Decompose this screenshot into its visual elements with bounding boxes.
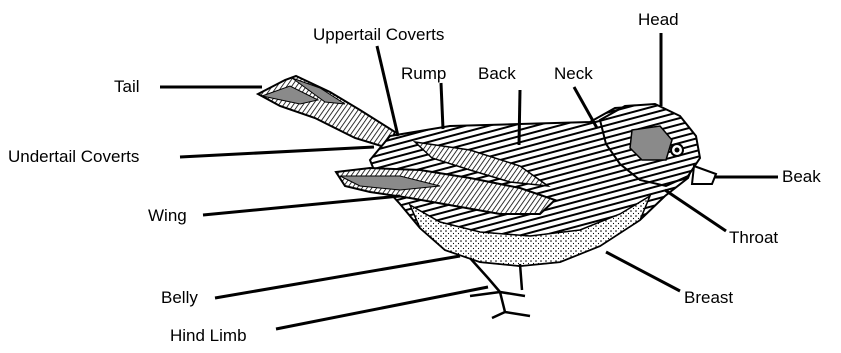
leader-belly: [215, 256, 460, 298]
bird-pupil: [675, 148, 680, 153]
leader-wing: [203, 196, 400, 215]
label-rump: Rump: [401, 64, 446, 83]
label-undertail-coverts: Undertail Coverts: [8, 147, 139, 166]
leader-hind-limb: [276, 287, 488, 329]
label-beak: Beak: [782, 167, 821, 186]
leader-rump: [441, 83, 443, 129]
label-neck: Neck: [554, 64, 593, 83]
label-wing: Wing: [148, 206, 187, 225]
label-uppertail-coverts: Uppertail Coverts: [313, 25, 444, 44]
label-breast: Breast: [684, 288, 733, 307]
label-tail: Tail: [114, 77, 140, 96]
label-head: Head: [638, 10, 679, 29]
label-back: Back: [478, 64, 516, 83]
label-hind-limb: Hind Limb: [170, 326, 247, 345]
leader-breast: [606, 252, 680, 291]
tail-feathers: [258, 76, 395, 148]
leader-undertail-coverts: [180, 147, 374, 157]
label-belly: Belly: [161, 288, 198, 307]
bird-beak: [692, 166, 716, 184]
bird-illustration: [258, 76, 716, 318]
label-throat: Throat: [729, 228, 778, 247]
leader-back: [519, 90, 520, 145]
leader-throat: [665, 190, 726, 231]
